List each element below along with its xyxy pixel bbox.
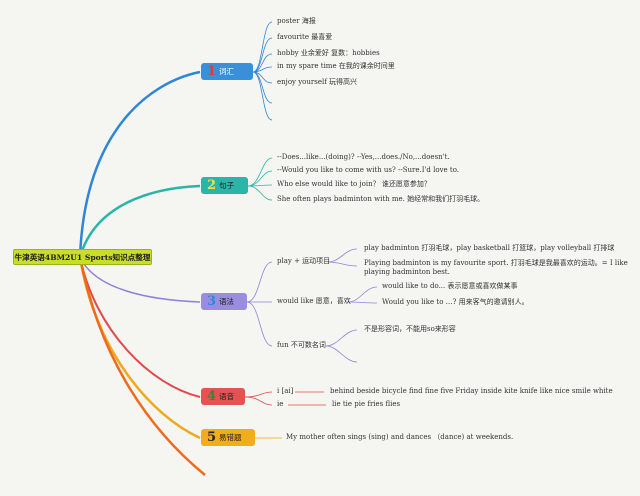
sentence-item[interactable]: Who else would like to join？ 谁还愿意参加？ [277, 180, 431, 188]
topic-errors[interactable]: 5 易错题 [201, 429, 255, 446]
vocab-item[interactable]: favourite 最喜爱 [277, 33, 333, 41]
grammar-fun-item[interactable]: 不是形容词，不能用so来形容 [364, 325, 456, 333]
branch-vocab [78, 70, 201, 258]
topic-vocab[interactable]: 1 词汇 [201, 63, 253, 80]
vocab-item[interactable]: enjoy yourself 玩得高兴 [277, 78, 358, 86]
sentence-item[interactable]: --Does...like...(doing)? --Yes,...does./… [277, 153, 450, 161]
branch-sentence [78, 184, 201, 258]
grammar-play-label[interactable]: play + 运动项目 [277, 257, 331, 265]
phonics-words[interactable]: lie tie pie fries flies [332, 400, 401, 408]
branch-grammar [79, 256, 201, 303]
phonics-sound[interactable]: ie [277, 400, 284, 408]
errors-item[interactable]: My mother often sings (sing) and dances … [286, 433, 514, 441]
sentence-item[interactable]: She often plays badminton with me. 她经常和我… [277, 195, 485, 203]
branch-errors [78, 256, 201, 440]
topic-phonics-label: 语音 [219, 392, 235, 401]
vocab-item[interactable]: in my spare time 在我的课余时间里 [277, 62, 395, 70]
topic-phonics-number: 4 [207, 389, 217, 404]
topic-sentence-label: 句子 [219, 181, 235, 190]
topic-vocab-label: 词汇 [219, 67, 235, 76]
grammar-would-item[interactable]: would like to do... 表示愿意或喜欢做某事 [382, 282, 518, 290]
phonics-sound[interactable]: i [ai] [277, 387, 294, 395]
topic-grammar[interactable]: 3 语法 [201, 293, 247, 310]
topic-vocab-number: 1 [207, 64, 217, 79]
branch-extra [78, 256, 206, 476]
topic-sentence[interactable]: 2 句子 [201, 177, 248, 194]
grammar-fun-label[interactable]: fun 不可数名词 [277, 341, 326, 349]
branch-phonics [79, 256, 201, 398]
phonics-links [244, 391, 326, 406]
topic-errors-label: 易错题 [219, 433, 242, 442]
vocab-item[interactable]: hobby 业余爱好 复数：hobbies [277, 49, 380, 57]
topic-sentence-number: 2 [207, 178, 217, 193]
vocab-links [252, 21, 273, 121]
vocab-item[interactable]: poster 海报 [277, 17, 316, 25]
grammar-play-item[interactable]: Playing badminton is my favourite sport.… [364, 259, 628, 267]
grammar-play-item[interactable]: play badminton 打羽毛球，play basketball 打篮球，… [364, 244, 615, 252]
root-topic[interactable]: 牛津英语4BM2U1 Sports知识点整理 [13, 249, 152, 265]
topic-errors-number: 5 [207, 430, 217, 445]
grammar-links [246, 248, 378, 363]
grammar-would-item[interactable]: Would you like to …? 用来客气的邀请别人。 [382, 298, 529, 306]
topic-grammar-number: 3 [207, 294, 217, 309]
sentence-item[interactable]: --Would you like to come with us? --Sure… [277, 166, 460, 174]
topic-phonics[interactable]: 4 语音 [201, 388, 245, 405]
grammar-play-item[interactable]: playing badminton best. [364, 268, 450, 276]
sentence-links [247, 157, 273, 201]
topic-grammar-label: 语法 [219, 297, 235, 306]
grammar-would-label[interactable]: would like 愿意，喜欢 [277, 297, 351, 305]
phonics-words[interactable]: behind beside bicycle find fine five Fri… [330, 387, 613, 395]
